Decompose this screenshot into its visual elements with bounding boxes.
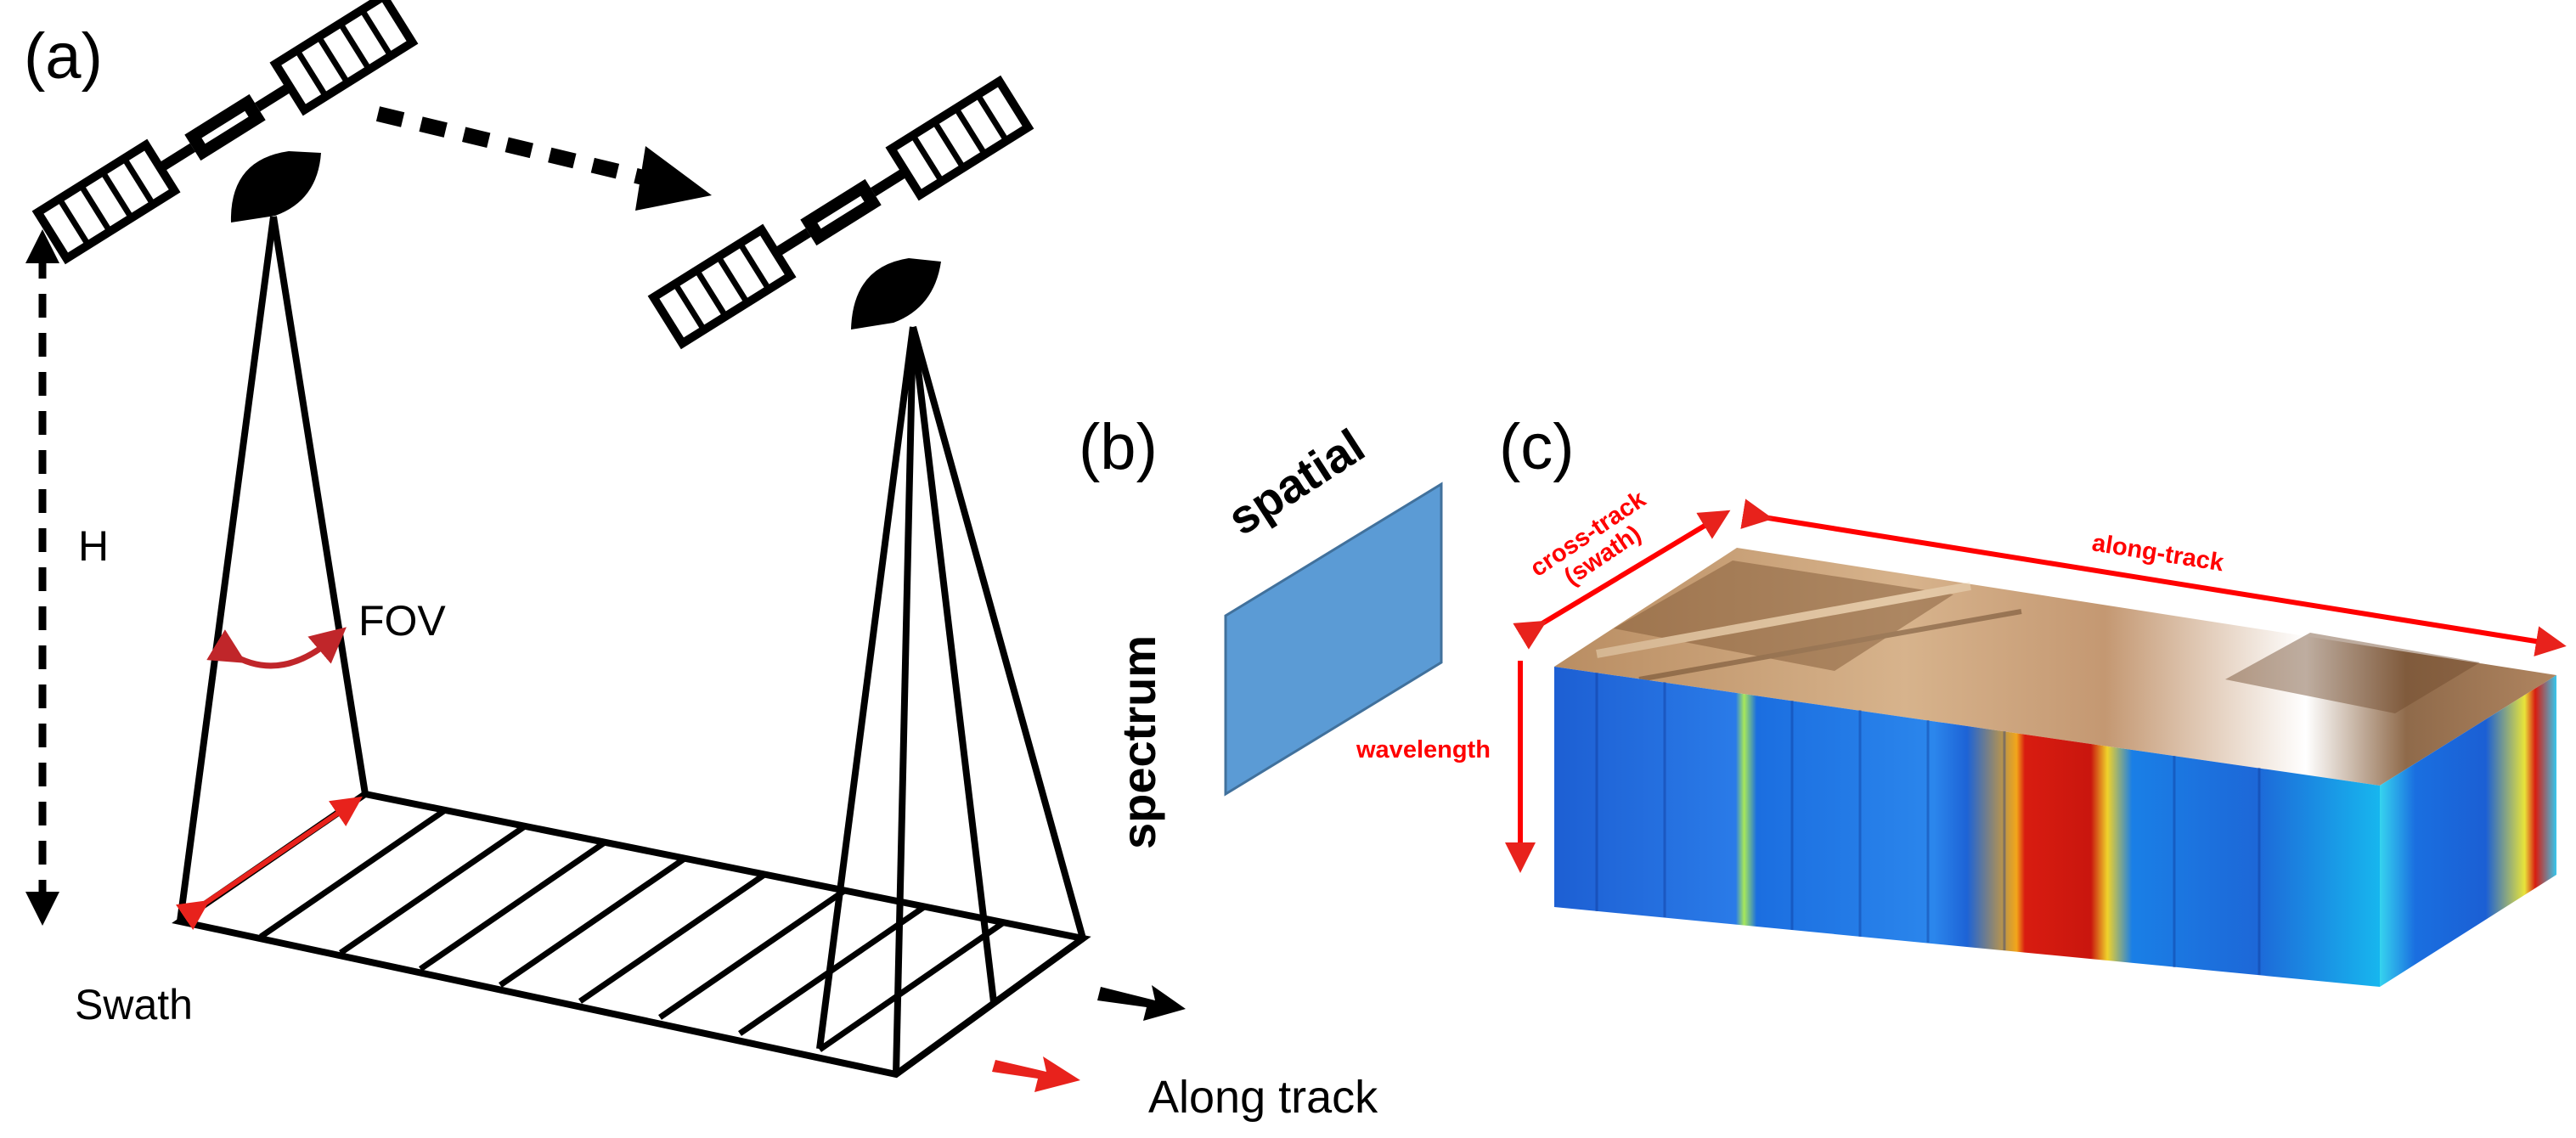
flight-direction-arrowhead bbox=[635, 146, 712, 211]
height-label: H bbox=[78, 522, 109, 570]
spatial-label: spatial bbox=[1218, 419, 1373, 545]
panel-a-label: (a) bbox=[24, 20, 103, 93]
sensor-dish-1 bbox=[230, 151, 321, 223]
fov-cone-2 bbox=[816, 325, 1086, 1075]
along-track-arrow-black bbox=[1097, 985, 1186, 1021]
swath-width-arrow bbox=[176, 796, 363, 930]
cube-front-stripes bbox=[1595, 673, 2261, 975]
cross-track-arrow bbox=[1513, 510, 1731, 650]
hyperspectral-cube bbox=[1554, 548, 2556, 987]
ground-swath-strip bbox=[172, 790, 1091, 1079]
fov-angle-arc bbox=[206, 627, 347, 669]
flight-direction-arrow bbox=[375, 106, 657, 188]
along-track-cube-label: along-track bbox=[2090, 529, 2226, 577]
height-arrowhead-bottom bbox=[25, 892, 59, 926]
fov-label: FOV bbox=[358, 597, 446, 645]
panel-b-label: (b) bbox=[1079, 411, 1158, 483]
panel-c-label: (c) bbox=[1499, 411, 1575, 483]
wavelength-label: wavelength bbox=[1356, 736, 1491, 763]
spectral-slit-plane bbox=[1224, 482, 1443, 797]
height-arrowhead-top bbox=[25, 229, 59, 263]
satellite-icon-1 bbox=[31, 0, 419, 265]
sensor-dish-2 bbox=[851, 258, 941, 330]
satellite-icon-2 bbox=[647, 75, 1034, 350]
cube-front-face bbox=[1554, 667, 2380, 987]
cube-side-face bbox=[2380, 675, 2556, 987]
along-track-label: Along track bbox=[1148, 1072, 1378, 1123]
spectrum-label: spectrum bbox=[1112, 635, 1165, 849]
along-track-arrow-red bbox=[992, 1056, 1080, 1092]
swath-label: Swath bbox=[75, 981, 193, 1028]
along-track-cube-arrow bbox=[1740, 499, 2567, 656]
